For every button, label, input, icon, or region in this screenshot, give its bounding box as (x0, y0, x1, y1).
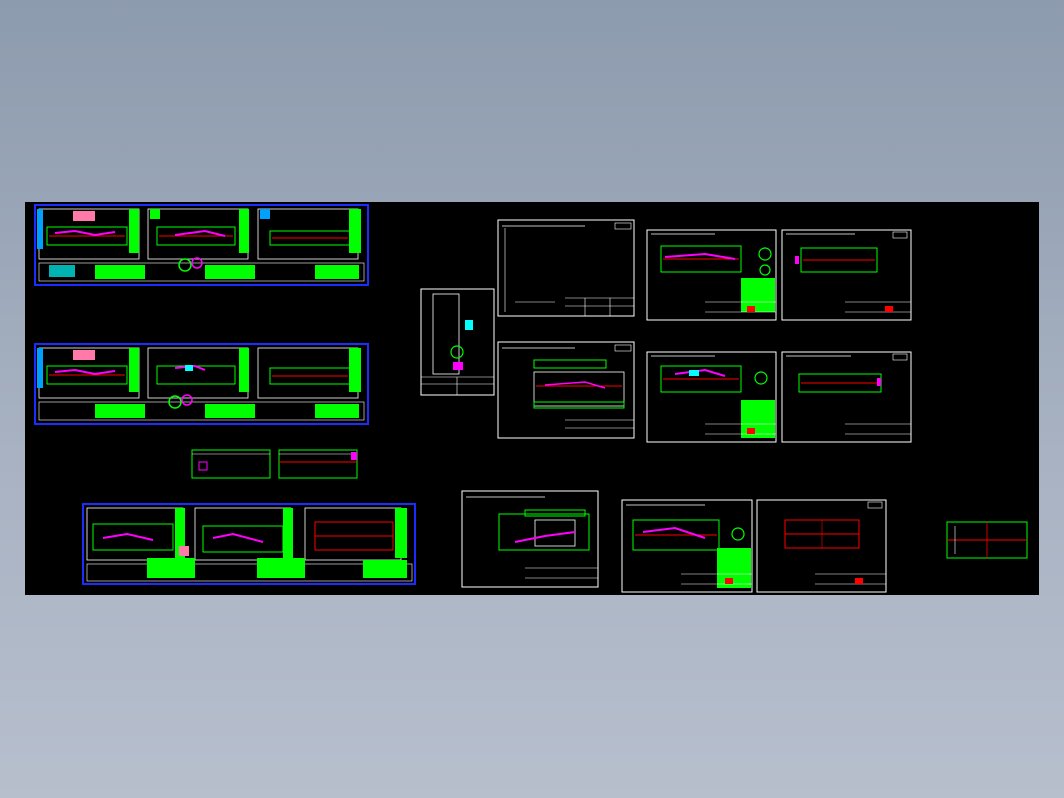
white-sheet-7 (461, 490, 599, 588)
white-sheet-5 (646, 351, 777, 443)
cad-drawing-canvas[interactable] (25, 202, 1039, 595)
white-sheet-4 (781, 229, 912, 321)
cad-drawing-svg (34, 204, 1028, 593)
white-sheet-6 (781, 351, 912, 443)
white-sheet-8 (621, 499, 753, 593)
white-sheet-3 (646, 229, 777, 321)
part-outline (946, 521, 1028, 559)
sheet-strip-3 (82, 503, 416, 585)
tall-sheet (420, 288, 495, 396)
sheet-strip-2 (34, 343, 369, 425)
white-sheet-9 (756, 499, 887, 593)
sheet-strip-1 (34, 204, 369, 286)
white-sheet-2 (497, 341, 635, 439)
white-sheet-1 (497, 219, 635, 317)
detail-pair (191, 449, 358, 479)
